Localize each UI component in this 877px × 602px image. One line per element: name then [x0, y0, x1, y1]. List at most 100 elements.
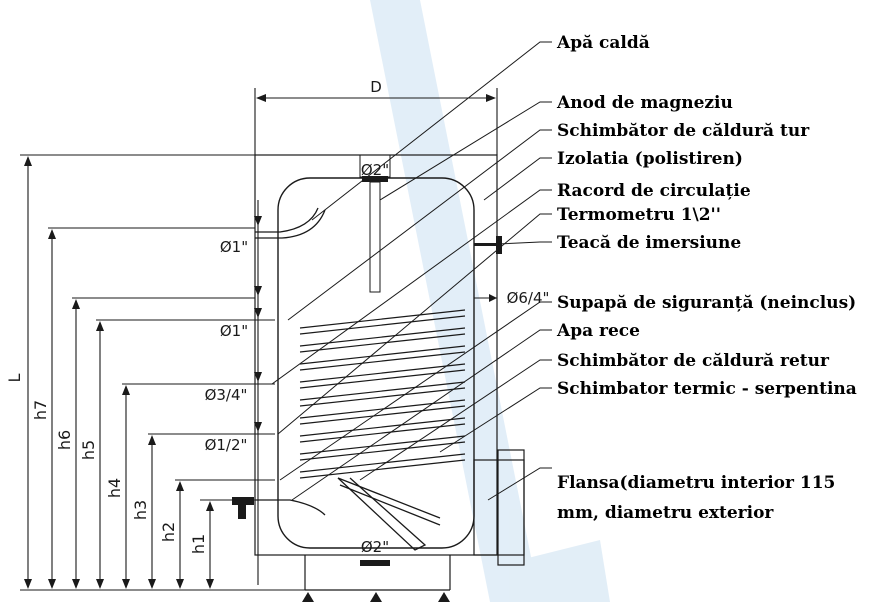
arrow-h5-top [96, 321, 104, 331]
arrow-sp-3 [254, 308, 262, 318]
leader-termometru [277, 213, 552, 435]
connections [232, 154, 502, 566]
cold-water-fitting [232, 497, 254, 505]
leader-racord [271, 189, 552, 385]
callout-schimbator-tur: Schimbător de căldură tur [557, 121, 810, 141]
hot-water-pipe [255, 207, 319, 233]
arrow-sp-5 [254, 422, 262, 432]
conn-recirculation-label: Ø3/4" [205, 386, 248, 404]
arrow-h3-top [148, 435, 156, 445]
callout-racord: Racord de circulație [557, 181, 751, 201]
dim-D-group: D [254, 78, 498, 155]
dim-h1-label: h1 [189, 534, 208, 554]
callout-anod: Anod de magneziu [556, 93, 733, 113]
leader-schimbator-tur [287, 129, 552, 321]
dimension-arrowheads [24, 156, 497, 602]
hot-water-pipe-edge [255, 209, 326, 239]
arrow-h3-bottom [148, 579, 156, 589]
leader-flansa [487, 467, 552, 501]
arrow-h4-bottom [122, 579, 130, 589]
arrow-h2-bottom [176, 579, 184, 589]
coil-turn-8 [299, 435, 466, 461]
support-arrow-3 [438, 592, 450, 602]
dim-D-label: D [370, 78, 382, 96]
arrow-side-port [489, 294, 497, 302]
coil-turn-1 [299, 309, 466, 335]
dim-h2-label: h2 [159, 522, 178, 542]
arrow-D-left [256, 94, 266, 102]
cold-water-fitting-stem [238, 505, 246, 519]
dim-L-label: L [5, 373, 24, 382]
vertical-dim-labels: L h7 h6 h5 h4 h3 h2 h1 [5, 373, 208, 554]
coil-return-line-a [337, 477, 441, 519]
leader-supapa [279, 301, 552, 481]
top-connection-fitting [362, 176, 388, 182]
conn-bottom-label: Ø2" [361, 538, 389, 556]
arrow-h6-top [72, 299, 80, 309]
leader-schimbator-retur [359, 359, 552, 481]
thermometer-port [474, 243, 498, 246]
inner-pipes [255, 207, 441, 551]
conn-hot-label: Ø1" [220, 238, 248, 256]
arrow-h4-top [122, 385, 130, 395]
coil-turn-2 [299, 327, 466, 353]
callout-schimbator-retur: Schimbător de căldură retur [557, 351, 830, 371]
arrow-h7-bottom [48, 579, 56, 589]
arrow-sp-4 [254, 372, 262, 382]
callout-serpentina: Schimbator termic - serpentina [557, 379, 857, 399]
callout-flansa-line1: Flansa(diametru interior 115 [557, 473, 835, 493]
coil-serpentine [299, 309, 466, 479]
arrow-h7-top [48, 229, 56, 239]
conn-thermometer-label: Ø1/2" [205, 436, 248, 454]
coil-turn-7 [299, 417, 466, 443]
callout-apa-rece: Apa rece [556, 321, 640, 341]
thermometer-fitting [496, 236, 502, 254]
leader-serpentina [439, 387, 552, 453]
flange-plate [497, 449, 525, 566]
arrow-L-bottom [24, 579, 32, 589]
leader-lines [271, 41, 552, 501]
coil-turn-4 [299, 363, 466, 389]
callout-supapa: Supapă de siguranță (neinclus) [557, 293, 856, 313]
callout-flansa-line2: mm, diametru exterior [557, 503, 774, 523]
coil-turn-5 [299, 381, 466, 407]
coil-turn-3 [299, 345, 466, 371]
cold-water-pipe [255, 499, 326, 516]
coil-turn-9 [299, 453, 466, 479]
callout-termometru: Termometru 1\2'' [557, 205, 721, 225]
arrow-h1-bottom [206, 579, 214, 589]
conn-side-label: Ø6/4" [507, 289, 550, 307]
callout-apa-calda: Apă caldă [556, 33, 650, 53]
leader-apa-calda [311, 41, 552, 221]
leader-apa-rece [291, 329, 552, 501]
arrow-h5-bottom [96, 579, 104, 589]
immersion-sleeve [337, 477, 427, 551]
arrow-h1-top [206, 501, 214, 511]
magnesium-anode [369, 181, 381, 293]
support-arrow-2 [370, 592, 382, 602]
coil-return-line-b [339, 484, 441, 526]
dim-h4-label: h4 [105, 478, 124, 498]
coil-turn-6 [299, 399, 466, 425]
bottom-connection-fitting [360, 560, 390, 566]
watermark-streak-2 [520, 540, 610, 602]
arrow-L-top [24, 156, 32, 166]
dim-h5-label: h5 [79, 440, 98, 460]
leader-anod [379, 101, 552, 201]
callout-teaca: Teacă de imersiune [557, 233, 741, 253]
conn-coil-flow-label: Ø1" [220, 322, 248, 340]
arrow-h2-top [176, 481, 184, 491]
vertical-dimensions [27, 160, 259, 585]
height-reference-lines [20, 154, 305, 591]
arrow-h6-bottom [72, 579, 80, 589]
support-arrow-1 [302, 592, 314, 602]
dim-h6-label: h6 [55, 430, 74, 450]
callouts: Apă caldă Anod de magneziu Schimbător de… [556, 33, 857, 523]
arrow-sp-1 [254, 216, 262, 226]
dim-h3-label: h3 [131, 500, 150, 520]
dim-h7-label: h7 [31, 400, 50, 420]
arrow-D-right [486, 94, 496, 102]
leader-izolatia [483, 157, 552, 201]
